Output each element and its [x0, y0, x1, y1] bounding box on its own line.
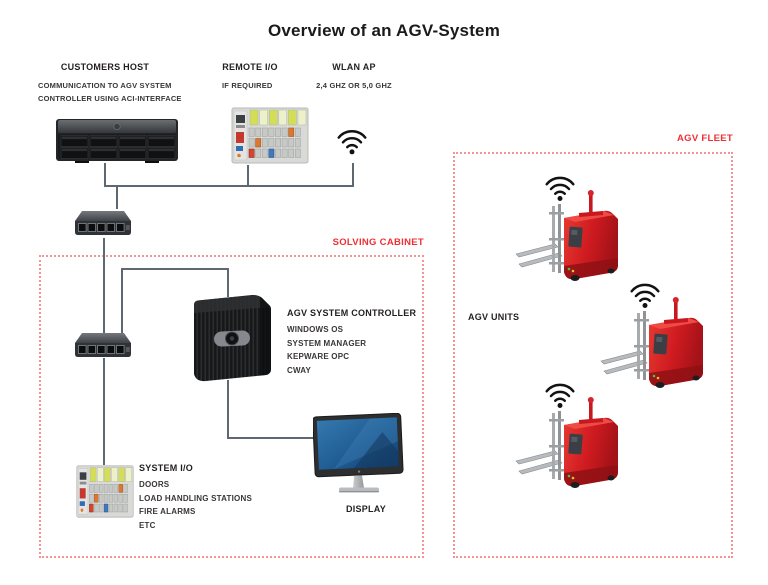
system-io-item: DOORS [139, 480, 170, 489]
wifi-icon [333, 123, 371, 156]
ethernet-switch-top-icon [74, 208, 132, 238]
monitor-icon [313, 413, 405, 495]
wlan-ap-desc: 2,4 GHZ OR 5,0 GHZ [316, 81, 392, 90]
remote-io-desc: IF REQUIRED [222, 81, 273, 90]
system-io-block: SYSTEM I/O DOORS LOAD HANDLING STATIONS … [139, 463, 252, 532]
agv-system-controller-block: AGV SYSTEM CONTROLLER WINDOWS OS SYSTEM … [287, 308, 416, 377]
customers-host-desc-2: CONTROLLER USING ACI-INTERFACE [38, 94, 182, 103]
connector-host-to-bus [104, 163, 106, 186]
solving-cabinet-region [39, 255, 424, 558]
controller-item: WINDOWS OS [287, 325, 344, 334]
remote-io-label: REMOTE I/O [222, 62, 278, 72]
agv-forklift-icon [503, 375, 628, 495]
connector-wlan-to-bus [352, 163, 354, 186]
connector-bus-to-switch1 [116, 187, 118, 209]
system-io-label: SYSTEM I/O [139, 463, 194, 473]
controller-item: KEPWARE OPC [287, 352, 350, 361]
rack-server-icon [55, 117, 179, 164]
connector-switch1-to-switch2 [103, 238, 105, 334]
connector-branch-horizontal [121, 268, 229, 270]
agv-system-controller-label: AGV SYSTEM CONTROLLER [287, 308, 417, 318]
agv-forklift-icon [503, 168, 628, 288]
agv-units-label: AGV UNITS [468, 312, 520, 322]
system-io-module-icon [76, 463, 134, 519]
controller-item: CWAY [287, 365, 312, 375]
remote-io-module-icon [231, 105, 309, 165]
agv-fleet-region [453, 152, 733, 558]
connector-branch-to-controller [227, 268, 229, 297]
solving-cabinet-label: SOLVING CABINET [332, 237, 424, 248]
system-io-item: ETC [139, 520, 156, 530]
connector-bus [104, 185, 354, 187]
connector-controller-to-display-v [227, 380, 229, 439]
customers-host-label: CUSTOMERS HOST [60, 62, 150, 72]
connector-remoteio-to-bus [247, 165, 249, 186]
connector-switch2-to-systemio [103, 358, 105, 465]
wlan-ap-label: WLAN AP [332, 62, 376, 72]
system-io-item: FIRE ALARMS [139, 507, 196, 516]
customers-host-desc-1: COMMUNICATION TO AGV SYSTEM [38, 81, 172, 90]
agv-fleet-label: AGV FLEET [676, 133, 733, 144]
page-title: Overview of an AGV-System [267, 21, 501, 40]
connector-controller-to-display-h [227, 437, 317, 439]
connector-switch2-branch-up [121, 268, 123, 334]
display-label: DISPLAY [346, 504, 386, 514]
system-io-item: LOAD HANDLING STATIONS [139, 493, 252, 503]
controller-item: SYSTEM MANAGER [287, 338, 367, 348]
tower-pc-icon [186, 293, 278, 382]
ethernet-switch-cabinet-icon [74, 330, 132, 360]
